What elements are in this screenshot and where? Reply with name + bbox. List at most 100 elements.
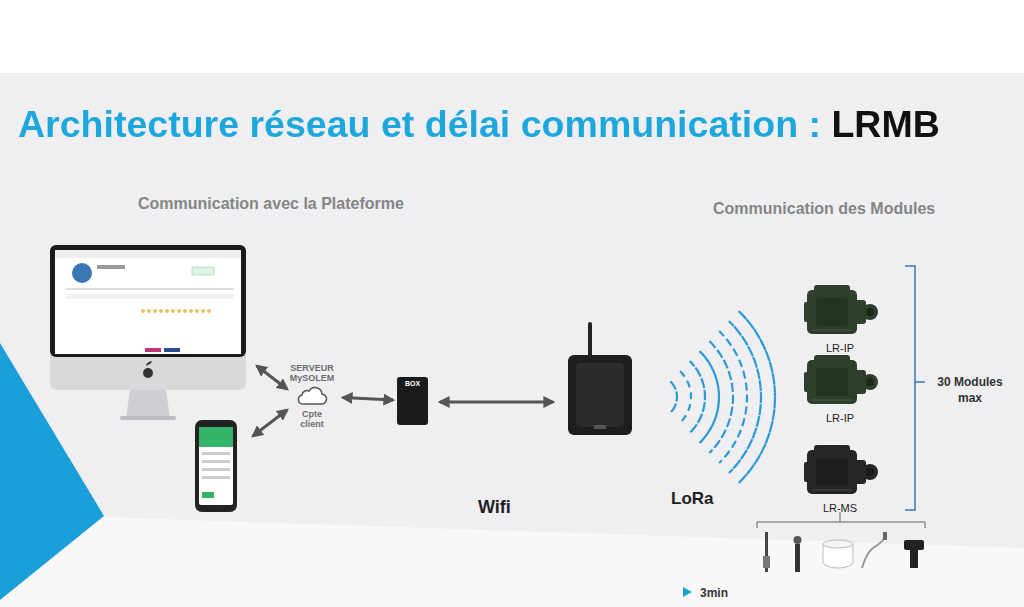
play-marker	[683, 587, 692, 597]
computer-monitor	[145, 348, 161, 352]
computer-monitor	[183, 309, 187, 313]
computer-monitor	[50, 245, 246, 357]
computer-monitor	[201, 309, 205, 313]
computer-monitor	[126, 390, 170, 418]
computer-monitor	[195, 309, 199, 313]
computer-monitor	[120, 416, 176, 420]
computer-monitor	[50, 245, 246, 390]
computer-monitor	[159, 309, 163, 313]
cloud-server: SERVEUR MySOLEMCpte client	[285, 363, 339, 429]
radio-wave	[739, 311, 775, 483]
node-label: LR-IP	[826, 342, 854, 355]
protocol-label: LoRa	[671, 488, 714, 511]
internet-box: BOX	[397, 377, 428, 425]
computer-monitor	[146, 361, 152, 366]
module-housing	[862, 304, 878, 320]
module-count-note: 30 Modules max	[930, 374, 1010, 406]
sensor-icons	[763, 532, 924, 572]
module-housing	[812, 330, 852, 331]
computer-monitor	[165, 309, 169, 313]
background	[0, 517, 1024, 607]
sensor-icons	[794, 536, 802, 544]
module-housing	[804, 372, 810, 392]
computer-monitor	[171, 309, 175, 313]
sensor-icons	[795, 544, 800, 572]
smartphone	[202, 476, 230, 479]
protocol-label: Wifi	[478, 495, 511, 519]
module-bracket	[915, 381, 925, 383]
module-housing	[812, 400, 852, 401]
module-housing	[800, 350, 880, 412]
computer-monitor	[207, 309, 211, 313]
computer-monitor	[153, 309, 157, 313]
radio-waves	[670, 311, 775, 483]
module-housing	[807, 450, 857, 494]
sensor-icons	[823, 540, 853, 548]
delay-note: 3min	[700, 585, 728, 601]
module-housing	[807, 360, 857, 404]
smartphone	[202, 468, 230, 471]
module-housing	[814, 285, 850, 293]
radio-wave	[680, 371, 691, 423]
lora-module: LR-MS	[800, 440, 880, 515]
background	[0, 73, 1024, 607]
smartphone	[195, 420, 237, 512]
computer-monitor	[55, 250, 241, 258]
radio-wave	[729, 321, 761, 473]
section-heading: Communication des Modules	[713, 198, 935, 220]
node-label: LR-MS	[823, 502, 857, 515]
radio-wave	[690, 361, 705, 433]
computer-monitor	[66, 294, 234, 299]
background	[0, 73, 1024, 607]
smartphone	[202, 460, 230, 463]
module-housing	[816, 458, 848, 486]
lora-module: LR-IP	[800, 350, 880, 425]
lora-gateway	[568, 355, 632, 435]
module-housing	[862, 374, 878, 390]
smartphone	[199, 427, 233, 505]
title: Architecture réseau et délai communicati…	[18, 104, 940, 144]
module-bracket	[905, 266, 915, 510]
computer-monitor	[66, 288, 234, 290]
cloud-shape	[296, 385, 328, 407]
computer-monitor	[55, 250, 241, 354]
sensor-bracket	[757, 522, 925, 528]
double-arrow	[253, 410, 287, 436]
module-housing	[804, 302, 810, 322]
sensor-icons	[883, 532, 887, 540]
sensor-icons	[763, 556, 770, 568]
module-housing	[812, 490, 852, 491]
module-housing	[800, 280, 880, 342]
computer-monitor	[192, 267, 214, 275]
section-heading: Communication avec la Plateforme	[138, 193, 404, 215]
lora-gateway	[568, 322, 632, 435]
lora-gateway	[576, 363, 624, 427]
module-housing	[866, 378, 874, 386]
computer-monitor	[143, 368, 153, 378]
module-housing	[816, 298, 848, 326]
computer-monitor	[147, 309, 151, 313]
module-housing	[807, 290, 857, 334]
node-label: BOX	[405, 380, 420, 388]
smartphone	[202, 452, 230, 455]
radio-wave	[700, 351, 719, 443]
module-housing	[862, 464, 878, 480]
radio-wave	[670, 381, 677, 413]
module-housing	[866, 468, 874, 476]
smartphone	[199, 427, 233, 447]
computer-monitor	[189, 309, 193, 313]
radio-wave	[719, 331, 747, 463]
lora-gateway	[594, 425, 606, 429]
sensor-bracket	[757, 512, 925, 528]
double-arrow	[257, 366, 287, 389]
module-housing	[800, 440, 880, 502]
module-housing	[816, 368, 848, 396]
computer-monitor	[164, 348, 180, 352]
computer-monitor	[141, 309, 145, 313]
sensor-icons	[904, 540, 924, 550]
sensor-icons	[910, 550, 918, 568]
module-housing	[866, 308, 874, 316]
module-housing	[814, 445, 850, 453]
